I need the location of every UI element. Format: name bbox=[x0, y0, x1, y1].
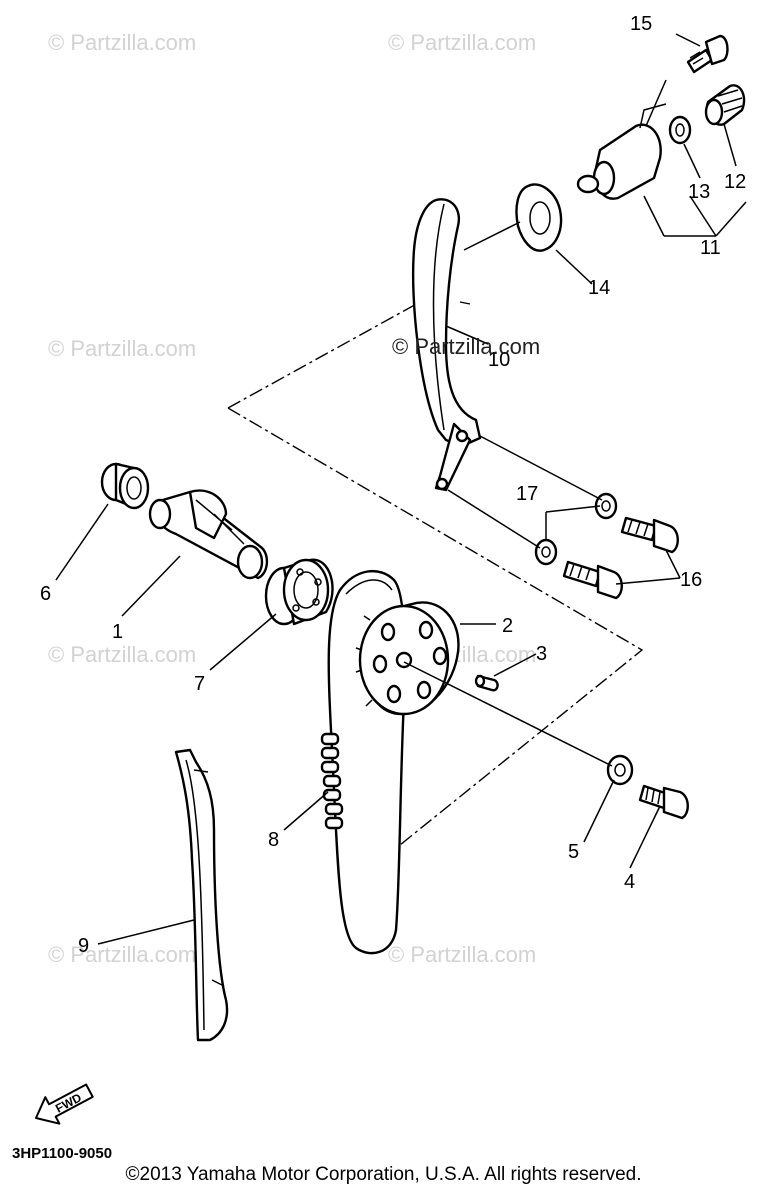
watermark: © Partzilla.com bbox=[48, 642, 196, 667]
callout-4: 4 bbox=[624, 871, 635, 893]
callout-11: 11 bbox=[700, 237, 721, 259]
diagram-code: 3HP1100-9050 bbox=[12, 1145, 112, 1162]
cam-sprocket bbox=[355, 601, 460, 716]
callout-13: 13 bbox=[688, 181, 710, 203]
callout-10: 10 bbox=[488, 349, 510, 371]
callout-12: 12 bbox=[724, 171, 746, 193]
callout-8: 8 bbox=[268, 829, 279, 851]
tensioner-gasket bbox=[515, 183, 563, 252]
watermark: © Partzilla.com bbox=[388, 30, 536, 55]
watermark: © Partzilla.com bbox=[48, 336, 196, 361]
sprocket-dowel-pin bbox=[474, 674, 499, 692]
callout-17: 17 bbox=[516, 483, 538, 505]
copyright-notice: ©2013 Yamaha Motor Corporation, U.S.A. A… bbox=[125, 1164, 642, 1185]
tensioner-washer bbox=[668, 115, 692, 145]
callout-7: 7 bbox=[194, 673, 205, 695]
callout-14: 14 bbox=[588, 277, 610, 299]
camshaft-bearing-left bbox=[100, 462, 150, 510]
camshaft bbox=[148, 489, 269, 580]
guide-bolt-lower bbox=[562, 560, 623, 600]
sprocket-washer bbox=[606, 754, 634, 786]
callout-1: 1 bbox=[112, 621, 123, 643]
callout-16: 16 bbox=[680, 569, 702, 591]
watermark: © Partzilla.com bbox=[48, 942, 196, 967]
guide-bolt-upper bbox=[620, 516, 679, 554]
chain-tensioner-assembly bbox=[576, 103, 667, 200]
leader-lines bbox=[55, 33, 747, 945]
callout-numbers: 1 2 3 4 5 6 7 8 9 10 11 12 13 14 15 16 1… bbox=[40, 13, 746, 957]
sprocket-bolt bbox=[638, 784, 689, 820]
callout-2: 2 bbox=[502, 615, 513, 637]
tensioner-bolt bbox=[686, 34, 729, 74]
callout-5: 5 bbox=[568, 841, 579, 863]
chain-guide-upper bbox=[411, 198, 482, 492]
watermark: © Partzilla.com bbox=[388, 942, 536, 967]
watermark: © Partzilla.com bbox=[48, 30, 196, 55]
callout-6: 6 bbox=[40, 583, 51, 605]
assembly-outline bbox=[227, 301, 644, 846]
watermark-dark: © Partzilla.com bbox=[392, 334, 540, 359]
fwd-arrow-icon: FWD bbox=[35, 1083, 94, 1125]
callout-9: 9 bbox=[78, 935, 89, 957]
guide-collar-lower bbox=[534, 538, 558, 566]
tensioner-cap-bolt bbox=[704, 84, 746, 126]
callout-15: 15 bbox=[630, 13, 652, 35]
callout-3: 3 bbox=[536, 643, 547, 665]
chain-links bbox=[320, 732, 344, 830]
chain-guide-lower bbox=[174, 748, 229, 1042]
camshaft-bearing-right bbox=[264, 558, 334, 626]
